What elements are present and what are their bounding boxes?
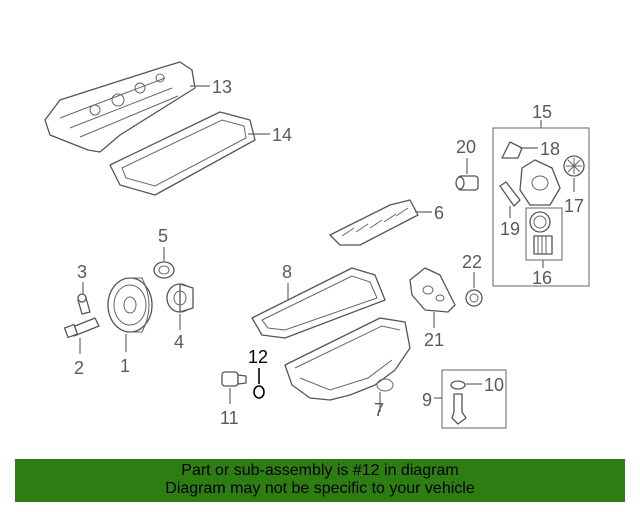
pipe-part[interactable] [499,181,521,207]
filter-housing-part[interactable] [519,159,561,206]
callout-11: 11 [220,408,239,428]
callout-3: 3 [77,262,87,282]
callout-14: 14 [272,125,292,145]
banner-line-1: Part or sub-assembly is #12 in diagram [181,462,459,479]
callout-7: 7 [374,400,384,420]
callout-20: 20 [456,137,476,157]
oil-pump-part[interactable] [409,267,456,313]
callout-4: 4 [174,332,184,352]
dipstick-tube-part[interactable] [451,393,467,425]
valve-cover-part[interactable] [44,61,196,153]
callout-8: 8 [282,262,292,282]
callout-21: 21 [424,330,444,350]
seal-part[interactable] [153,261,175,279]
callout-15: 15 [532,102,552,122]
callout-22: 22 [462,252,482,272]
filter-cap-part[interactable] [563,155,585,177]
callout-1: 1 [120,356,130,376]
callout-18: 18 [540,139,560,159]
callout-19: 19 [500,219,520,239]
baffle-part[interactable] [329,199,419,246]
valve-cover-gasket-part[interactable] [109,111,256,196]
callout-5: 5 [158,226,168,246]
callout-10: 10 [484,375,504,395]
sensor-part[interactable] [455,175,479,191]
hub-part[interactable] [166,283,194,313]
washer-part-highlighted[interactable] [253,385,265,399]
info-banner: Part or sub-assembly is #12 in diagram D… [15,459,625,502]
drain-plug-part[interactable] [221,371,247,387]
callout-12: 12 [248,347,268,367]
housing-gasket-part[interactable] [501,141,523,159]
banner-line-2: Diagram may not be specific to your vehi… [165,480,475,497]
callout-2: 2 [74,358,84,378]
parts-diagram: 13 14 5 3 1 4 2 [44,61,590,429]
callout-17: 17 [564,196,584,216]
oil-filter-part[interactable] [529,211,553,255]
bracket-16 [525,207,563,261]
callout-6: 6 [434,203,444,223]
o-ring-part[interactable] [450,380,466,390]
oil-pan-part[interactable] [284,317,411,401]
callout-16: 16 [532,268,552,288]
callout-9: 9 [422,390,432,410]
crank-bolt-part[interactable] [63,317,100,339]
plug-part[interactable] [465,289,483,307]
oil-pan-gasket-part[interactable] [251,267,386,339]
vibration-damper-part[interactable] [107,277,153,333]
assembly-box-9 [441,369,507,429]
callout-13: 13 [212,77,232,97]
bolt-part[interactable] [77,293,91,315]
